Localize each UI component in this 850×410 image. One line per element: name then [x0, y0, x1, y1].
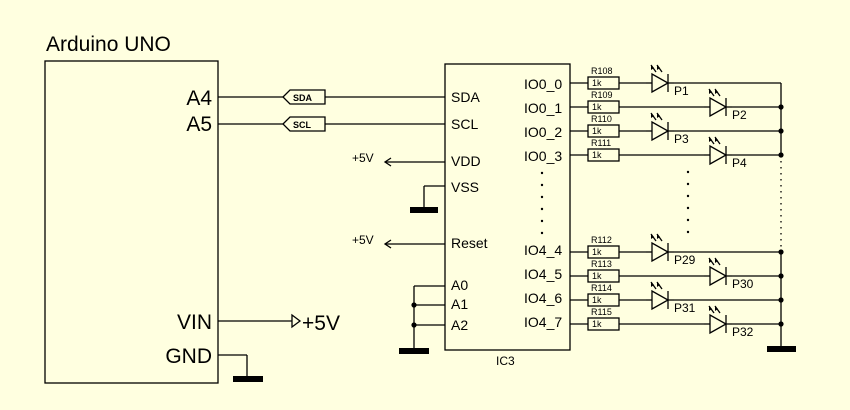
ic-pin-io0-1: IO0_1 [524, 100, 562, 116]
ic-pin-io4-6: IO4_6 [524, 290, 562, 306]
led-label: P1 [674, 84, 689, 98]
ic-pin-io4-4: IO4_4 [524, 242, 562, 258]
led-channel-7: R114 1k P31 [570, 281, 781, 315]
led-label: P3 [674, 132, 689, 146]
ic-pin-io4-5: IO4_5 [524, 266, 562, 282]
vin-supply-label: +5V [302, 312, 340, 335]
arduino-board [44, 60, 219, 384]
ic-pin-vdd: VDD [451, 153, 481, 169]
ic-pin-sda: SDA [451, 89, 480, 105]
led-channel-4: R111 1k P4 [570, 136, 781, 170]
resistor-value: 1k [592, 102, 602, 112]
ic-pin-a2: A2 [451, 317, 468, 333]
led-continuation-dots [686, 170, 690, 234]
vin-wire [218, 313, 302, 329]
led-p4 [703, 136, 733, 165]
led-channel-6: R113 1k P30 [570, 257, 781, 291]
resistor-ref: R115 [591, 307, 612, 317]
ic-pin-io0-2: IO0_2 [524, 124, 562, 140]
ic-pin-reset: Reset [451, 235, 488, 251]
ic-pin-io4-7: IO4_7 [524, 314, 562, 330]
led-p2 [703, 88, 733, 117]
resistor-value: 1k [592, 78, 602, 88]
led-ground-rail [767, 83, 796, 352]
led-channel-1: R108 1k P1 [570, 64, 781, 98]
address-ground-net [399, 285, 445, 354]
ic3-body [444, 63, 571, 351]
led-label: P2 [732, 108, 747, 122]
arduino-pin-gnd: GND [165, 345, 212, 368]
led-p31 [645, 281, 675, 310]
arduino-pin-a4: A4 [186, 87, 212, 110]
vdd-supply-label: +5V [352, 151, 374, 165]
vss-ground-symbol [410, 185, 445, 213]
ic-pin-scl: SCL [451, 116, 478, 132]
resistor-value: 1k [592, 247, 602, 257]
ic-pin-vss: VSS [451, 179, 479, 195]
led-channel-8: R115 1k P32 [570, 305, 781, 339]
led-p32 [703, 305, 733, 334]
led-channel-3: R110 1k P3 [570, 112, 781, 146]
led-label: P4 [732, 156, 747, 170]
resistor-ref: R110 [591, 114, 612, 124]
vdd-supply-wire [383, 157, 445, 167]
led-label: P32 [732, 325, 754, 339]
sda-net-label: SDA [293, 93, 313, 103]
led-label: P31 [674, 301, 696, 315]
led-p29 [645, 233, 675, 262]
resistor-ref: R113 [591, 259, 612, 269]
resistor-value: 1k [592, 295, 602, 305]
resistor-value: 1k [592, 126, 602, 136]
ic-continuation-dots [540, 171, 544, 235]
resistor-ref: R109 [591, 90, 613, 100]
led-channel-5: R112 1k P29 [570, 233, 781, 267]
ic-pin-io0-3: IO0_3 [524, 148, 562, 164]
resistor-ref: R108 [591, 66, 613, 76]
led-label: P29 [674, 253, 696, 267]
led-p1 [645, 64, 675, 93]
resistor-ref: R112 [591, 235, 612, 245]
resistor-value: 1k [592, 150, 602, 160]
arduino-title: Arduino UNO [46, 33, 171, 56]
led-channel-2: R109 1k P2 [570, 88, 781, 122]
arduino-pin-a5: A5 [186, 113, 212, 136]
scl-net-label: SCL [293, 120, 312, 130]
arduino-ground-symbol [218, 354, 263, 382]
resistor-ref: R111 [591, 138, 611, 148]
arduino-pin-vin: VIN [177, 311, 212, 334]
resistor-ref: R114 [591, 283, 612, 293]
led-label: P30 [732, 277, 754, 291]
ic-pin-io0-0: IO0_0 [524, 76, 562, 92]
resistor-value: 1k [592, 271, 602, 281]
led-p30 [703, 257, 733, 286]
ic3-name: IC3 [496, 354, 515, 368]
sda-wire [218, 89, 445, 105]
reset-supply-wire [383, 239, 445, 249]
reset-supply-label: +5V [352, 233, 374, 247]
led-p3 [645, 112, 675, 141]
ic-pin-a1: A1 [451, 296, 468, 312]
ic-pin-a0: A0 [451, 277, 468, 293]
scl-wire [218, 116, 445, 132]
resistor-value: 1k [592, 319, 602, 329]
